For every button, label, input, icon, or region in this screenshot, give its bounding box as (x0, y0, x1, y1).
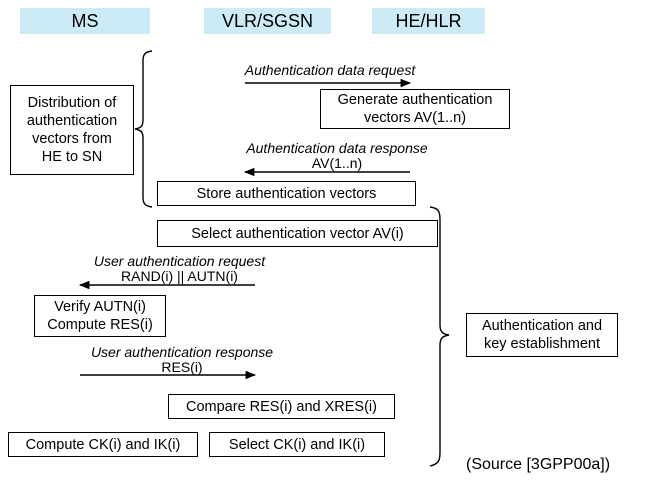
column-header-he-hlr: HE/HLR (372, 8, 485, 34)
column-header-vlr-sgsn: VLR/SGSN (204, 8, 331, 34)
message-payload-auth-data-response: AV(1..n) (311, 155, 363, 171)
message-label-auth-data-request: Authentication data request (244, 62, 416, 78)
message-payload-user-auth-request: RAND(i) || AUTN(i) (121, 268, 238, 284)
source-note: (Source [3GPP00a]) (466, 456, 611, 473)
action-box-compute-ck-ik: Compute CK(i) and IK(i) (8, 432, 198, 457)
phase-box-auth-key-establishment: Authentication and key establishment (466, 313, 618, 357)
column-header-ms: MS (20, 8, 150, 34)
action-box-verify-autn: Verify AUTN(i) Compute RES(i) (34, 295, 166, 337)
action-box-generate-av: Generate authentication vectors AV(1..n) (320, 89, 510, 129)
phase-box-distribution: Distribution of authentication vectors f… (10, 85, 134, 175)
brace-distribution (134, 50, 153, 208)
message-label-auth-data-response: Authentication data response (246, 140, 428, 156)
message-label-user-auth-request: User authentication request (93, 253, 266, 269)
action-box-store-av: Store authentication vectors (157, 181, 416, 206)
message-label-user-auth-response: User authentication response (90, 344, 274, 360)
action-box-select-av: Select authentication vector AV(i) (157, 220, 438, 247)
message-payload-user-auth-response: RES(i) (161, 359, 203, 375)
action-box-compare-res: Compare RES(i) and XRES(i) (168, 394, 395, 419)
action-box-select-ck-ik: Select CK(i) and IK(i) (209, 432, 385, 457)
